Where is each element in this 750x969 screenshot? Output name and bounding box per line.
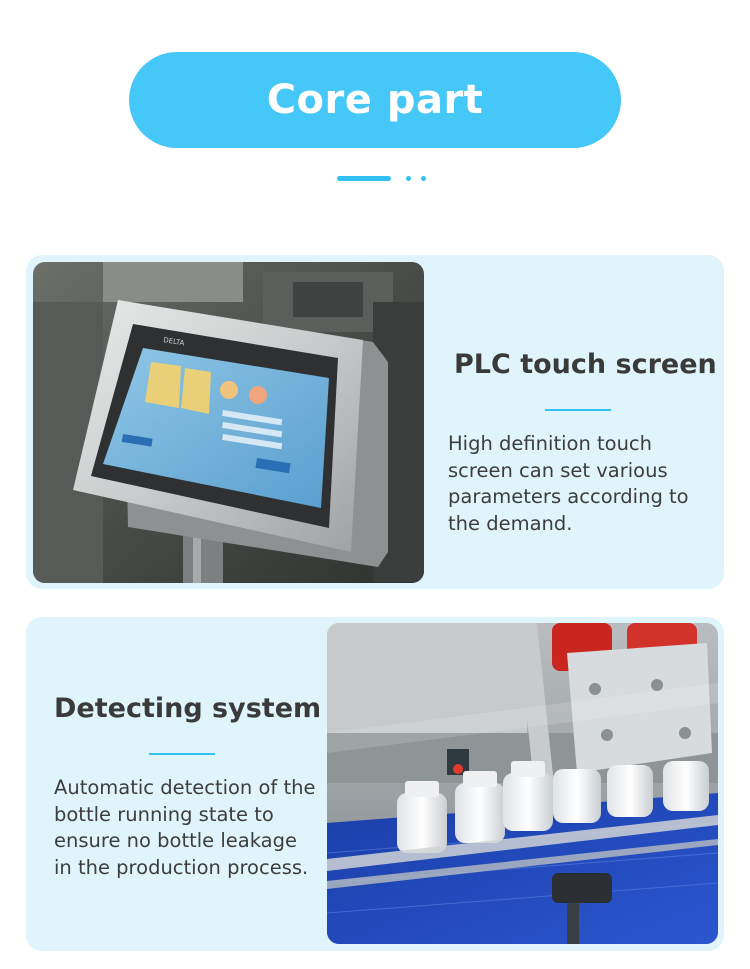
feature-description: Automatic detection of the bottle runnin…	[54, 776, 316, 879]
bottle-detecting-system-photo	[327, 623, 718, 944]
header-divider	[337, 176, 437, 182]
title-underline	[545, 409, 611, 411]
feature-title: PLC touch screen	[454, 349, 717, 380]
divider-dot	[406, 176, 411, 181]
detecting-text-block: Detecting system Automatic detection of …	[54, 691, 322, 881]
section-header-pill: Core part	[129, 52, 621, 148]
divider-dot	[421, 176, 426, 181]
screen-brand-label: DELTA	[163, 336, 185, 347]
plc-text-block: PLC touch screen High definition touch s…	[448, 347, 717, 537]
feature-card-plc: DELTA PLC touch screen High definition t…	[26, 255, 724, 589]
feature-title: Detecting system	[54, 693, 322, 724]
feature-card-detecting: Detecting system Automatic detection of …	[26, 617, 724, 951]
feature-description: High definition touch screen can set var…	[448, 432, 689, 535]
plc-touch-screen-photo: DELTA	[33, 262, 424, 583]
title-underline	[149, 753, 215, 755]
divider-bar	[337, 176, 391, 181]
page-title: Core part	[266, 77, 484, 123]
